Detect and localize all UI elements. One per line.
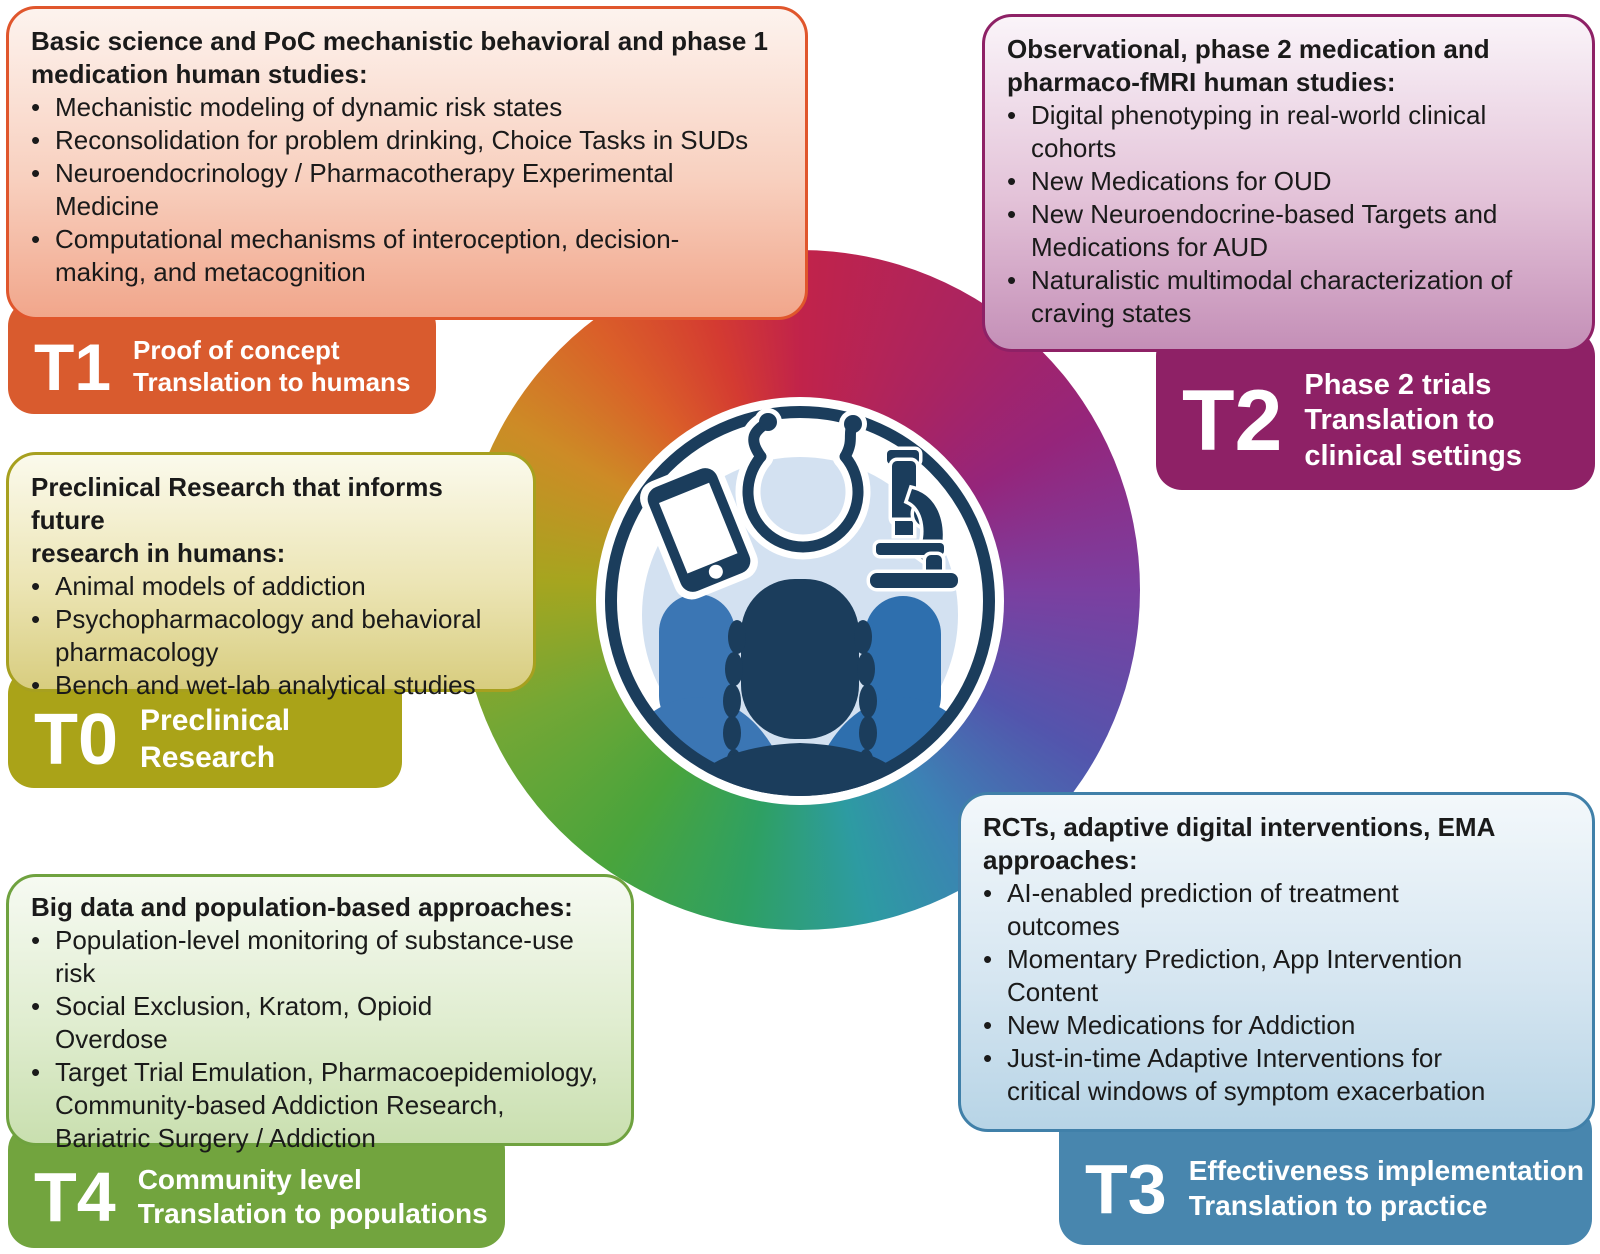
panel-t3-content: RCTs, adaptive digital interventions, EM… [958,792,1595,1132]
microscope-icon [866,446,962,592]
stage-code: T0 [34,700,119,780]
list-item: •Reconsolidation for problem drinking, C… [31,125,749,155]
panel-t2-content: Observational, phase 2 medication and ph… [982,14,1595,352]
bullet-icon: • [983,944,993,974]
stage-label: Proof of concept Translation to humans [133,335,411,397]
stage-code: T4 [34,1158,116,1236]
list-item: •Social Exclusion, Kratom, Opioid Overdo… [31,991,433,1054]
bullet-icon: • [31,158,41,188]
bullet-icon: • [31,571,41,601]
list-item: •AI-enabled prediction of treatment outc… [983,878,1399,941]
panel-t1-content: Basic science and PoC mechanistic behavi… [6,6,808,320]
panel-t2-tag: T2 Phase 2 trials Translation to clinica… [1156,330,1595,490]
panel-t4-header: Big data and population-based approaches… [31,892,573,922]
bullet-icon: • [31,224,41,254]
list-item: •Population-level monitoring of substanc… [31,925,574,988]
list-item: •Bench and wet-lab analytical studies [31,670,476,700]
stage-code: T1 [34,330,112,404]
list-item: •Mechanistic modeling of dynamic risk st… [31,92,563,122]
stage-label: Phase 2 trials Translation to clinical s… [1304,368,1522,472]
list-item: •Digital phenotyping in real-world clini… [1007,100,1487,163]
bullet-icon: • [31,670,41,700]
bullet-icon: • [31,125,41,155]
panel-t1-header: Basic science and PoC mechanistic behavi… [31,26,768,89]
stage-code: T3 [1085,1149,1167,1228]
center-emblem [596,397,1004,805]
bullet-icon: • [31,604,41,634]
stethoscope-icon [735,408,871,560]
list-item: •New Neuroendocrine-based Targets and Me… [1007,199,1498,262]
people-and-tools-illustration [596,397,1004,805]
bullet-icon: • [1007,265,1017,295]
panel-t0-content: Preclinical Research that informs future… [6,452,536,700]
list-item: •Naturalistic multimodal characterizatio… [1007,265,1513,328]
bullet-icon: • [983,878,993,908]
list-item: •Animal models of addiction [31,571,366,601]
list-item: •Just-in-time Adaptive Interventions for… [983,1043,1486,1106]
bullet-icon: • [1007,166,1017,196]
bullet-icon: • [983,1010,993,1040]
stage-label: Preclinical Research [140,704,291,774]
list-item: •Momentary Prediction, App Intervention … [983,944,1463,1007]
smartphone-icon [640,460,758,600]
panel-t0-header: Preclinical Research that informs future… [31,472,443,568]
stage-label: Effectiveness implementation Translation… [1188,1155,1584,1221]
bullet-icon: • [31,1057,41,1087]
panel-t3-header: RCTs, adaptive digital interventions, EM… [983,812,1496,875]
stage-label: Community level Translation to populatio… [137,1163,488,1229]
bullet-icon: • [31,991,41,1021]
panel-t2-header: Observational, phase 2 medication and ph… [1007,34,1490,97]
list-item: •Computational mechanisms of interocepti… [31,224,680,287]
panel-t4-content: Big data and population-based approaches… [6,874,634,1153]
bullet-icon: • [1007,199,1017,229]
list-item: •Target Trial Emulation, Pharmacoepidemi… [31,1057,598,1153]
bullet-icon: • [983,1043,993,1073]
list-item: •New Medications for OUD [1007,166,1332,196]
bullet-icon: • [31,925,41,955]
bullet-icon: • [1007,100,1017,130]
bullet-icon: • [31,92,41,122]
list-item: •Psychopharmacology and behavioral pharm… [31,604,482,667]
list-item: •Neuroendocrinology / Pharmacotherapy Ex… [31,158,674,221]
list-item: •New Medications for Addiction [983,1010,1356,1040]
stage-code: T2 [1182,373,1283,469]
